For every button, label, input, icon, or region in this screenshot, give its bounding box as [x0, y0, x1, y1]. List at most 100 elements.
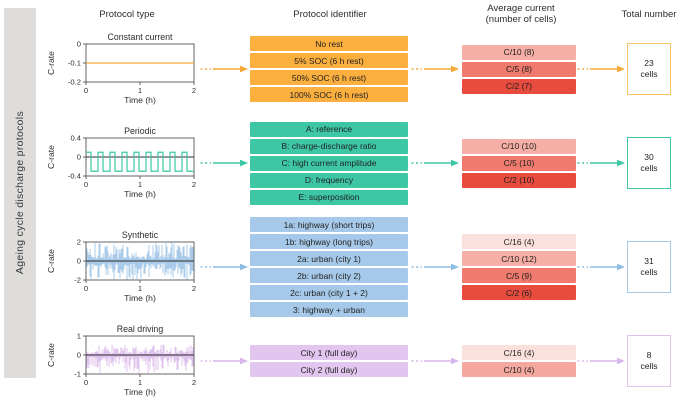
- x-axis-label: Time (h): [124, 387, 156, 397]
- identifier-box: 2b: urban (city 2): [250, 268, 408, 283]
- current-box: C/10 (8): [462, 44, 576, 60]
- identifier-box: No rest: [250, 36, 408, 51]
- identifier-box: 100% SOC (6 h rest): [250, 87, 408, 102]
- flow-arrow-icon: [577, 65, 625, 73]
- identifier-box: 2c: urban (city 1 + 2): [250, 285, 408, 300]
- flow-arrow: [408, 322, 462, 400]
- identifier-cell-real-driving: City 1 (full day) City 2 (full day): [250, 322, 408, 400]
- identifier-box: 5% SOC (6 h rest): [250, 53, 408, 68]
- flow-arrow-icon: [411, 263, 459, 271]
- identifier-box: E: superposition: [250, 189, 408, 205]
- flow-arrow-icon: [411, 357, 459, 365]
- y-axis-label: C-rate: [46, 145, 56, 169]
- y-axis-label: C-rate: [46, 249, 56, 273]
- chart-title: Synthetic: [122, 230, 159, 240]
- current-box: C/5 (9): [462, 268, 576, 283]
- current-box: C/16 (4): [462, 234, 576, 249]
- identifier-box: 50% SOC (6 h rest): [250, 70, 408, 85]
- flow-arrow: [408, 24, 462, 114]
- svg-text:0: 0: [84, 284, 88, 293]
- sidebar: Ageing cycle discharge protocols: [4, 8, 36, 378]
- flow-arrow-icon: [200, 357, 248, 365]
- identifier-box: City 1 (full day): [250, 345, 408, 360]
- svg-text:0: 0: [84, 86, 88, 95]
- x-axis-label: Time (h): [124, 293, 156, 303]
- flow-arrow: [576, 24, 626, 114]
- chart-title: Constant current: [107, 32, 173, 42]
- svg-text:2: 2: [192, 378, 196, 387]
- flow-arrow-icon: [577, 357, 625, 365]
- svg-text:2: 2: [77, 238, 81, 247]
- flow-arrow-icon: [577, 263, 625, 271]
- header-protocol-identifier: Protocol identifier: [293, 9, 367, 20]
- average-current-cell-real-driving: C/16 (4)C/10 (4): [462, 322, 576, 400]
- svg-text:2: 2: [192, 86, 196, 95]
- y-axis-label: C-rate: [46, 51, 56, 75]
- svg-text:1: 1: [138, 86, 142, 95]
- total-unit: cells: [640, 267, 658, 277]
- flow-arrow-icon: [411, 159, 459, 167]
- chart-title: Real driving: [117, 324, 164, 334]
- current-box: C/2 (10): [462, 172, 576, 188]
- flow-arrow: [576, 212, 626, 322]
- current-box: C/10 (4): [462, 362, 576, 377]
- identifier-box: D: frequency: [250, 172, 408, 188]
- identifier-cell-constant-current: No rest 5% SOC (6 h rest) 50% SOC (6 h res…: [250, 24, 408, 114]
- svg-text:0.4: 0.4: [70, 134, 81, 143]
- svg-text:-0.1: -0.1: [68, 59, 81, 68]
- average-current-cell-constant-current: C/10 (8)C/5 (8)C/2 (7): [462, 24, 576, 114]
- identifier-box: 2a: urban (city 1): [250, 251, 408, 266]
- current-box: C/5 (8): [462, 61, 576, 77]
- svg-text:0: 0: [77, 153, 81, 162]
- total-value: 31: [644, 255, 654, 266]
- identifier-box: 1b: highway (long trips): [250, 234, 408, 249]
- header-total-number: Total number: [621, 9, 677, 20]
- current-box: C/2 (6): [462, 285, 576, 300]
- svg-text:2: 2: [192, 180, 196, 189]
- identifier-box: City 2 (full day): [250, 362, 408, 377]
- total-value: 23: [644, 57, 654, 68]
- svg-text:0: 0: [77, 40, 81, 49]
- chart-title: Periodic: [124, 126, 156, 136]
- flow-arrow: [198, 322, 250, 400]
- x-axis-label: Time (h): [124, 95, 156, 105]
- flow-arrow: [408, 212, 462, 322]
- header-average-current: Average current (number of cells): [485, 3, 557, 26]
- identifier-box: C: high current amplitude: [250, 155, 408, 171]
- svg-text:-0.4: -0.4: [68, 172, 81, 181]
- svg-text:0: 0: [77, 351, 81, 360]
- identifier-box: 1a: highway (short trips): [250, 217, 408, 232]
- total-unit: cells: [640, 361, 658, 371]
- svg-text:-0.2: -0.2: [68, 78, 81, 87]
- svg-text:1: 1: [138, 378, 142, 387]
- svg-text:1: 1: [138, 180, 142, 189]
- total-value: 30: [644, 151, 654, 162]
- sidebar-label: Ageing cycle discharge protocols: [14, 111, 26, 275]
- svg-text:1: 1: [77, 332, 81, 341]
- svg-text:2: 2: [192, 284, 196, 293]
- identifier-box: A: reference: [250, 121, 408, 137]
- current-box: C/10 (10): [462, 138, 576, 154]
- flow-arrow-icon: [200, 65, 248, 73]
- flow-arrow: [408, 114, 462, 212]
- current-box: C/2 (7): [462, 78, 576, 94]
- flow-arrow-icon: [577, 159, 625, 167]
- total-unit: cells: [640, 163, 658, 173]
- svg-text:-1: -1: [74, 370, 81, 379]
- total-unit: cells: [640, 69, 658, 79]
